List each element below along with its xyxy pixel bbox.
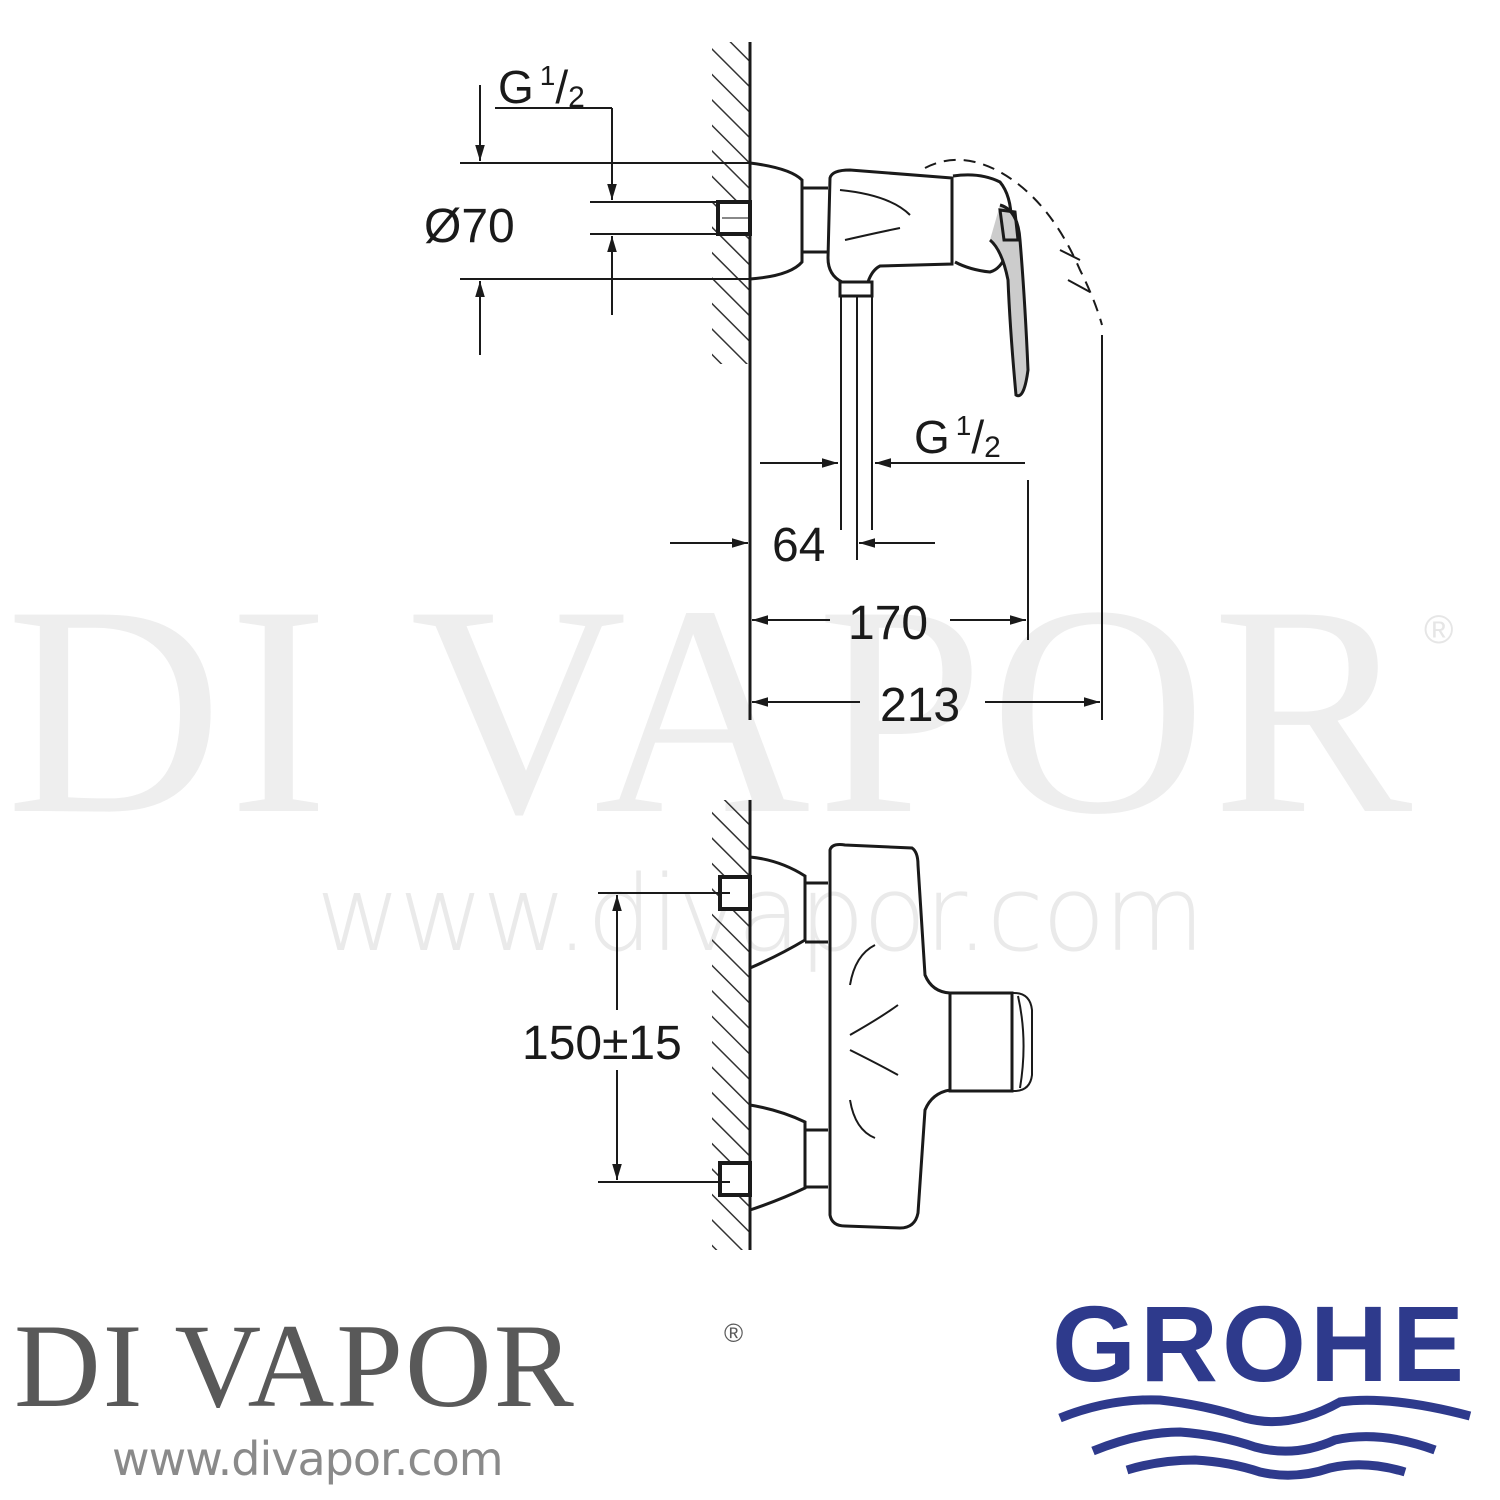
- waves-icon: [1058, 1395, 1472, 1480]
- thread-den: 2: [984, 431, 1001, 464]
- thread-num: 1: [955, 410, 972, 441]
- dimension-170: 170: [848, 597, 929, 650]
- watermark-url: www.divapor.com: [316, 853, 1205, 975]
- dimension-150: 150±15: [522, 1017, 682, 1070]
- side-view: [460, 42, 1103, 720]
- diameter-label: Ø70: [424, 200, 515, 253]
- thread-num: 1: [539, 60, 556, 91]
- divapor-registered: ®: [724, 1318, 744, 1348]
- thread-den: 2: [568, 81, 585, 114]
- thread-base: G: [498, 61, 534, 113]
- dimension-64: 64: [772, 519, 826, 572]
- watermark-registered: ®: [1424, 608, 1454, 652]
- divapor-url: www.divapor.com: [112, 1432, 504, 1486]
- front-view: [598, 800, 1033, 1250]
- divapor-logo-text: DI VAPOR: [14, 1299, 576, 1432]
- grohe-logo-text: GROHE: [1052, 1283, 1469, 1404]
- watermark-brand: DI VAPOR: [6, 544, 1419, 876]
- dimension-213: 213: [880, 679, 961, 732]
- thread-base: G: [914, 411, 950, 463]
